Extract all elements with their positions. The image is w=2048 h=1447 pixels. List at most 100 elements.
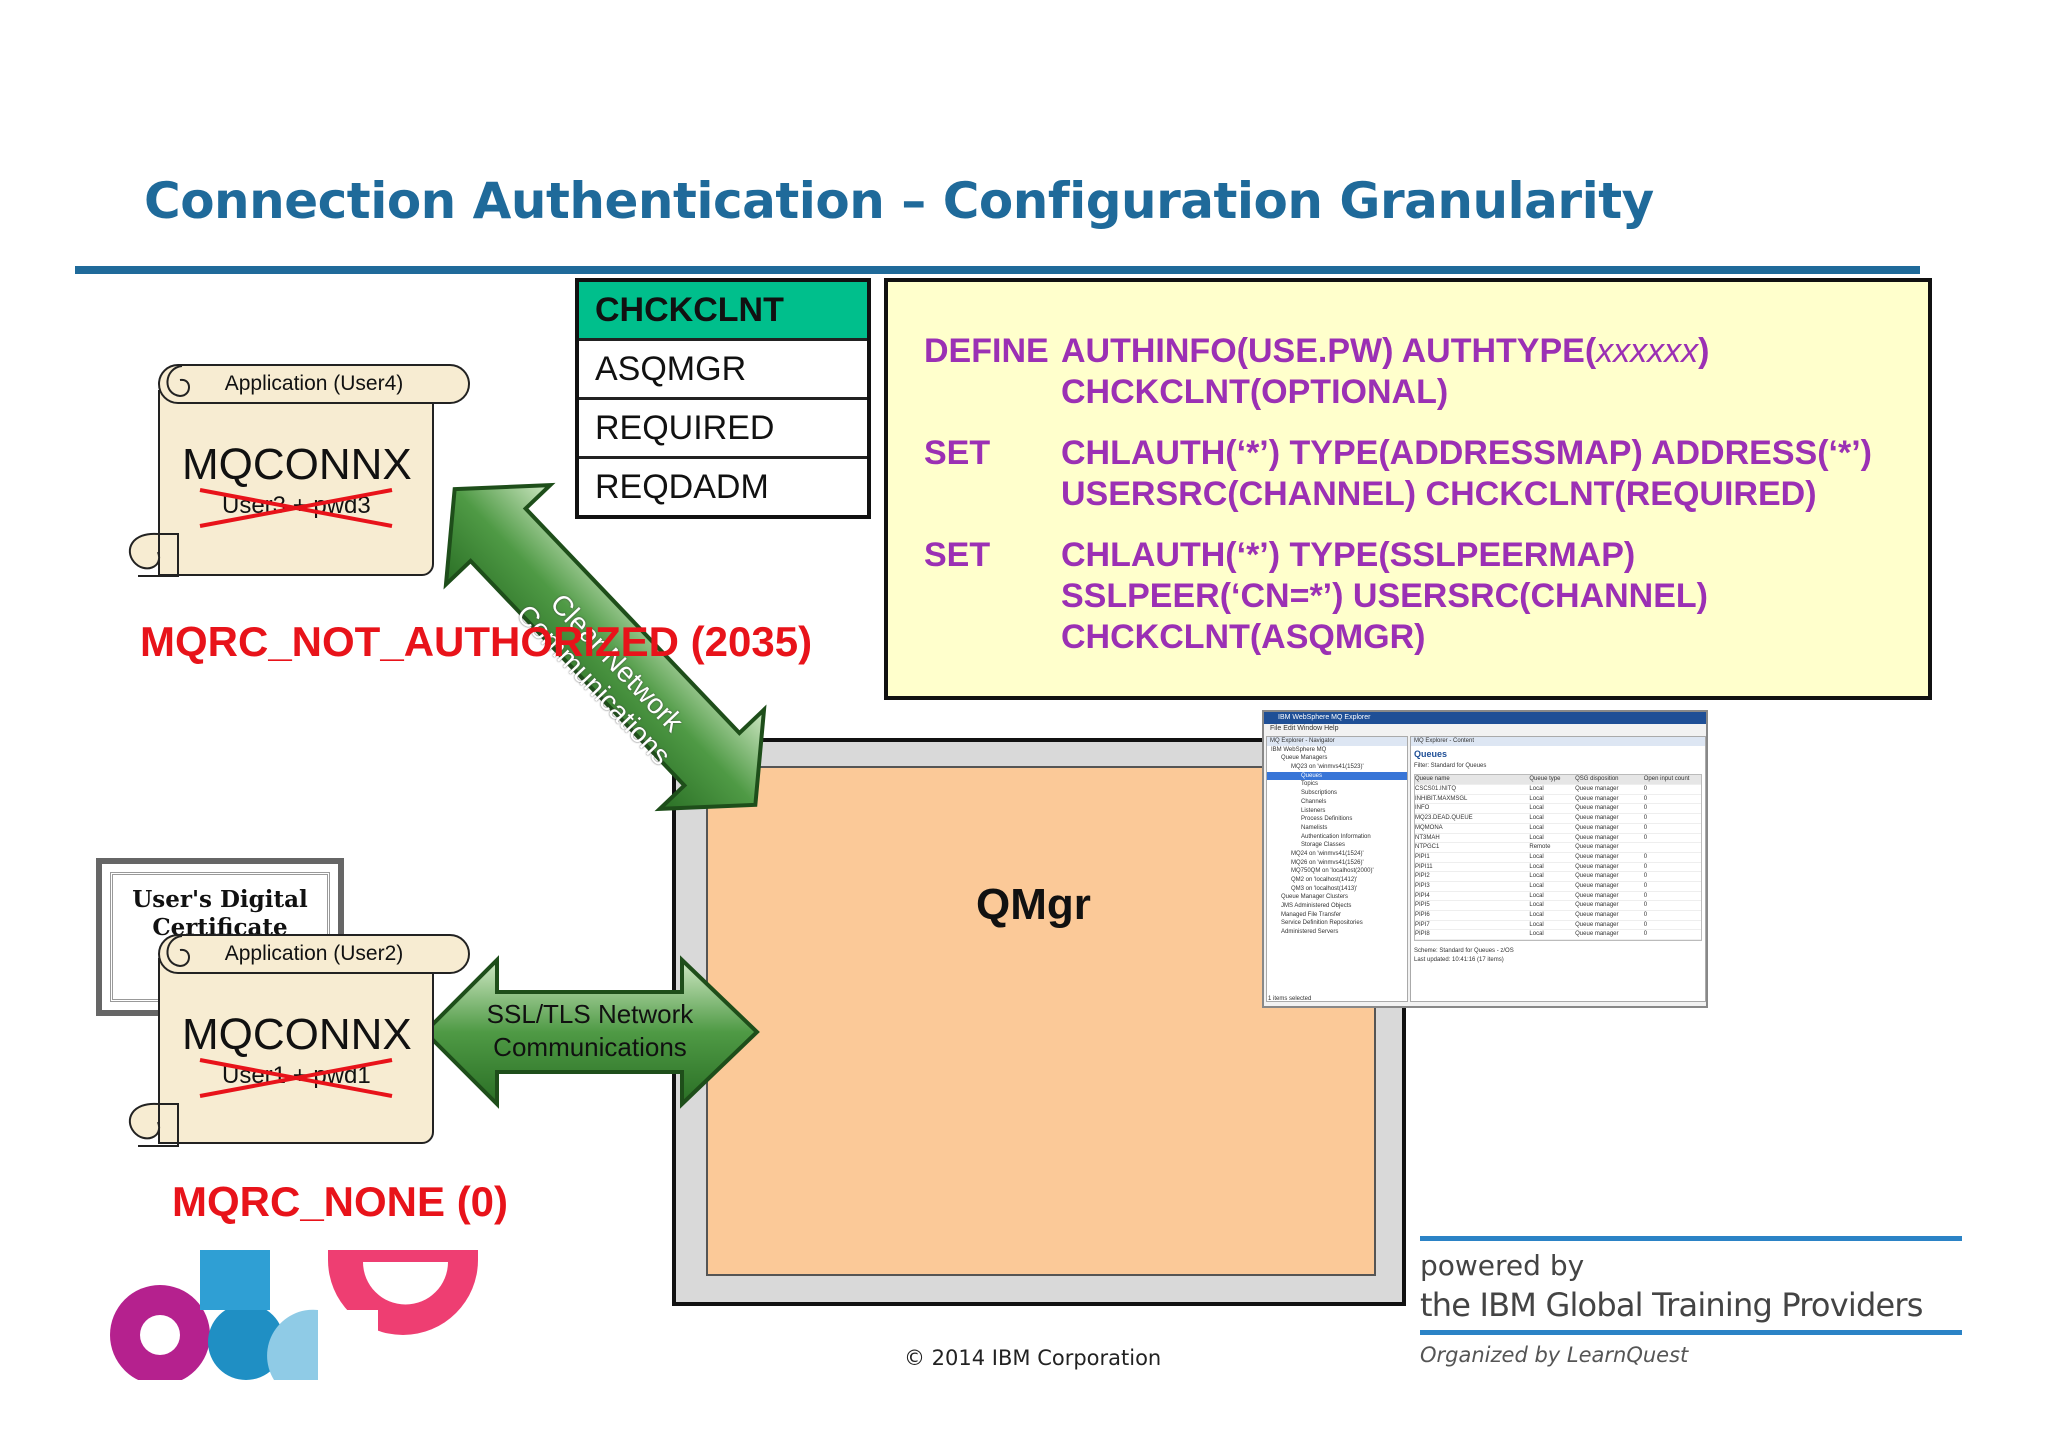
navigator-item[interactable]: MQ24 on 'winmvs41(1524)' bbox=[1291, 850, 1364, 857]
set2-line-2: SSLPEER(‘CN=*’) USERSRC(CHANNEL) bbox=[1061, 577, 1708, 615]
navigator-item[interactable]: MQ26 on 'winmvs41(1526)' bbox=[1291, 859, 1364, 866]
table-cell: Queue manager bbox=[1575, 873, 1619, 880]
navigator-item[interactable]: Namelists bbox=[1301, 824, 1328, 831]
table-cell: Local bbox=[1529, 931, 1544, 938]
set2-line-3: CHCKCLNT(ASQMGR) bbox=[1061, 618, 1426, 656]
explorer-title: IBM WebSphere MQ Explorer bbox=[1264, 712, 1706, 724]
powered-by-logo: powered by the IBM Global Training Provi… bbox=[1420, 1236, 1962, 1367]
navigator-item[interactable]: Subscriptions bbox=[1301, 790, 1338, 797]
column-header[interactable]: Queue name bbox=[1415, 776, 1450, 783]
navigator-item[interactable]: Administered Servers bbox=[1281, 929, 1339, 936]
column-header[interactable]: QSG disposition bbox=[1575, 776, 1619, 783]
table-cell: PIPI6 bbox=[1415, 912, 1430, 918]
error-not-authorized: MQRC_NOT_AUTHORIZED (2035) bbox=[140, 618, 813, 665]
navigator-item[interactable]: Queue Manager Clusters bbox=[1281, 894, 1349, 901]
clear-network-arrow bbox=[443, 482, 767, 812]
table-header: Queue name Queue type QSG disposition Open … bbox=[1415, 775, 1701, 786]
navigator-item[interactable]: Queue Managers bbox=[1281, 755, 1328, 762]
application-scroll-user2 bbox=[158, 958, 434, 1144]
table-header: CHCKCLNT bbox=[579, 282, 867, 338]
navigator-item[interactable]: Managed File Transfer bbox=[1281, 911, 1342, 918]
table-cell: INFO bbox=[1415, 805, 1430, 812]
user-credentials: User1 + pwd1 bbox=[222, 1062, 371, 1089]
navigator-item[interactable]: MQ750QM on 'localhost(2000)' bbox=[1291, 868, 1374, 875]
navigator-item[interactable]: Authentication Information bbox=[1301, 833, 1371, 840]
table-cell: Local bbox=[1529, 863, 1544, 870]
table-cell: 0 bbox=[1643, 834, 1648, 841]
table-cell: Local bbox=[1529, 815, 1544, 822]
powered-by-text: powered by bbox=[1420, 1249, 1585, 1282]
result-mqrc-none: MQRC_NONE (0) bbox=[172, 1178, 509, 1225]
table-cell: Local bbox=[1529, 805, 1544, 812]
set-verb: SET bbox=[924, 536, 991, 574]
table-cell bbox=[1644, 843, 1701, 852]
navigator-item[interactable]: QM2 on 'localhost(1412)' bbox=[1291, 877, 1358, 883]
table-cell: PIPI7 bbox=[1415, 921, 1430, 928]
navigator-item[interactable]: JMS Administered Objects bbox=[1281, 903, 1352, 910]
navigator-item[interactable]: Process Definitions bbox=[1301, 816, 1353, 823]
navigator-item[interactable]: IBM WebSphere MQ bbox=[1271, 746, 1327, 753]
set1-line-2: USERSRC(CHANNEL) CHCKCLNT(REQUIRED) bbox=[1061, 475, 1817, 513]
navigator-item[interactable]: Listeners bbox=[1301, 807, 1326, 814]
table-cell: Local bbox=[1529, 786, 1544, 793]
queues-table: Queue name Queue type QSG disposition Open … bbox=[1414, 774, 1702, 942]
column-header[interactable]: Open input count bbox=[1643, 776, 1690, 783]
table-cell: NT3MAH bbox=[1415, 834, 1440, 841]
mq-explorer-screenshot: IBM WebSphere MQ Explorer File Edit Wind… bbox=[1262, 710, 1708, 1008]
table-cell: NTPGC1 bbox=[1415, 844, 1440, 851]
navigator-item[interactable]: Service Definition Repositories bbox=[1281, 920, 1363, 927]
navigator-item[interactable]: Topics bbox=[1301, 781, 1319, 788]
page-title: Connection Authentication – Configuratio… bbox=[144, 172, 1654, 230]
ssl-tls-label: SSL/TLS Network Communications bbox=[486, 999, 694, 1062]
column-header[interactable]: Queue type bbox=[1529, 776, 1561, 783]
table-cell: PIPI4 bbox=[1415, 892, 1430, 899]
navigator-item[interactable]: Channels bbox=[1301, 798, 1327, 805]
application-header: Application (User2) bbox=[158, 934, 470, 974]
navigator-item[interactable]: Storage Classes bbox=[1301, 842, 1346, 849]
queue-scheme: Scheme: Standard for Queues - z/OS bbox=[1414, 948, 1514, 955]
organized-by-text: Organized by LearnQuest bbox=[1420, 1343, 1689, 1367]
table-cell: Queue manager bbox=[1575, 834, 1619, 841]
table-cell: Queue manager bbox=[1575, 892, 1619, 899]
table-cell: Queue manager bbox=[1575, 853, 1619, 860]
table-cell: 0 bbox=[1643, 815, 1648, 822]
table-cell: Queue manager bbox=[1575, 786, 1619, 793]
table-cell: Remote bbox=[1529, 844, 1551, 851]
navigator-item[interactable]: Queues bbox=[1267, 771, 1407, 781]
crossed-out-mark bbox=[199, 1058, 393, 1098]
navigator-item[interactable]: MQ23 on 'winmvs41(1523)' bbox=[1291, 764, 1364, 771]
copyright: © 2014 IBM Corporation bbox=[904, 1346, 1162, 1370]
crossed-out-mark bbox=[199, 488, 393, 528]
navigator-item[interactable]: QM3 on 'localhost(1413)' bbox=[1291, 885, 1358, 892]
table-cell: Queue manager bbox=[1575, 815, 1619, 822]
decorative-logo bbox=[78, 1250, 498, 1380]
mqsc-command-box: DEFINE AUTHINFO(USE.PW) AUTHTYPE(xxxxxx)… bbox=[884, 278, 1932, 700]
table-cell: Local bbox=[1529, 892, 1544, 899]
scroll-top-curl-icon bbox=[166, 935, 190, 968]
define-line-2: CHCKCLNT(OPTIONAL) bbox=[1061, 373, 1449, 411]
table-cell: 0 bbox=[1643, 912, 1648, 918]
table-cell: Queue manager bbox=[1575, 795, 1619, 802]
define-verb: DEFINE bbox=[924, 332, 1049, 370]
table-cell: Local bbox=[1529, 902, 1544, 909]
scroll-curl-icon bbox=[128, 1102, 179, 1147]
application-scroll-user4 bbox=[158, 390, 434, 576]
providers-text: the IBM Global Training Providers bbox=[1420, 1286, 1923, 1324]
